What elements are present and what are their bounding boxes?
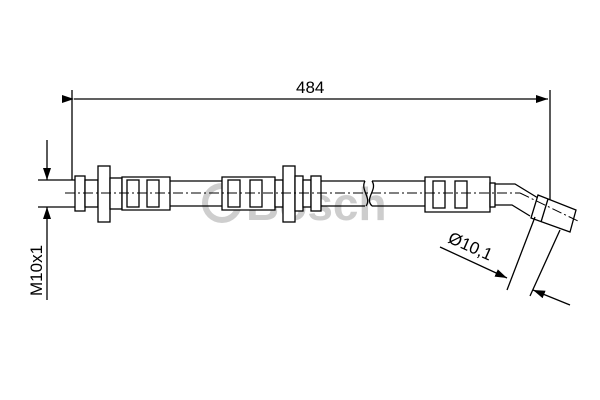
length-dimension: 484 xyxy=(62,78,551,200)
hose xyxy=(65,165,581,233)
diameter-dimension: Ø10,1 xyxy=(439,216,571,306)
thread-label: M10x1 xyxy=(27,245,46,296)
thread-dimension: M10x1 xyxy=(27,140,75,300)
diameter-label: Ø10,1 xyxy=(445,228,495,264)
length-value: 484 xyxy=(296,78,324,97)
